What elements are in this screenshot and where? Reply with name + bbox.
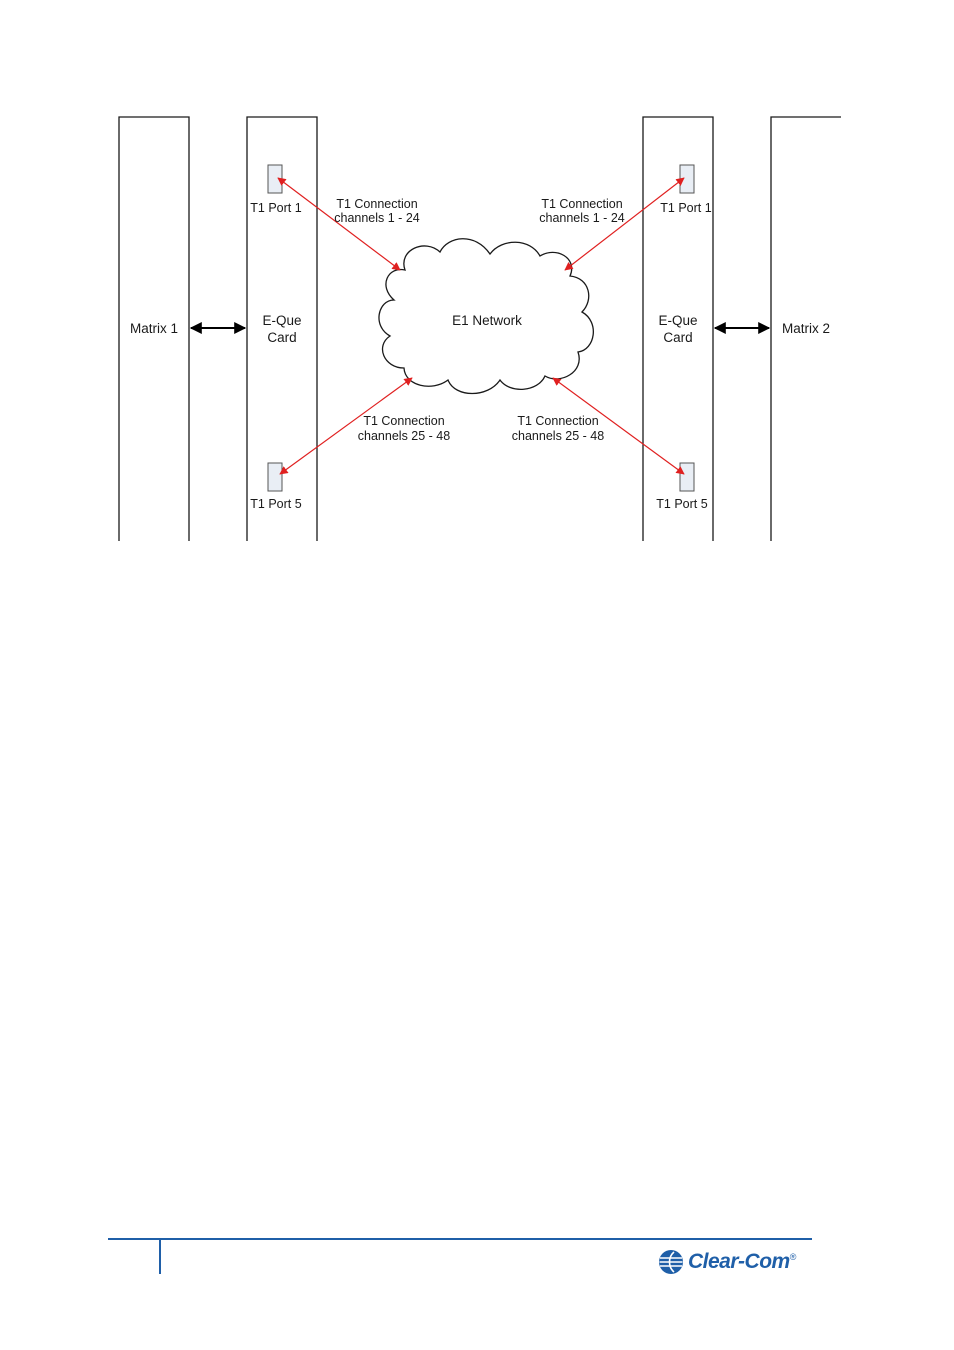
conn-top-left-line2: channels 1 - 24 — [334, 211, 420, 225]
conn-bottom-left-line1: T1 Connection — [363, 414, 444, 428]
matrix-1-label: Matrix 1 — [130, 321, 178, 336]
clear-com-logo: Clear-Com ® — [658, 1248, 796, 1276]
port-box-bottom-right — [679, 462, 695, 492]
network-label: E1 Network — [452, 313, 522, 328]
matrix-2-frame — [770, 116, 841, 541]
footer-margin-tick — [159, 1238, 161, 1274]
port-label-bottom-right: T1 Port 5 — [656, 497, 707, 511]
port-label-top-left: T1 Port 1 — [250, 201, 301, 215]
conn-bottom-left-line2: channels 25 - 48 — [358, 429, 450, 443]
port-label-bottom-left: T1 Port 5 — [250, 497, 301, 511]
e-que-card-right-frame — [642, 116, 714, 541]
conn-bottom-right-line1: T1 Connection — [517, 414, 598, 428]
matrix-1-frame — [118, 116, 190, 541]
conn-bottom-right-line2: channels 25 - 48 — [512, 429, 604, 443]
port-label-top-right: T1 Port 1 — [660, 201, 711, 215]
link-top-right — [564, 177, 685, 271]
card-right-label-line1: E-Que — [658, 313, 697, 328]
link-top-left — [277, 177, 401, 271]
e1-network-cloud — [378, 238, 594, 394]
link-bottom-left — [279, 377, 413, 475]
network-diagram: Matrix 1 Matrix 2 E-Que Card E-Que Card … — [118, 116, 841, 541]
card-right-label-line2: Card — [663, 330, 692, 345]
port-box-bottom-left — [267, 462, 283, 492]
conn-top-right-line2: channels 1 - 24 — [539, 211, 625, 225]
card-left-label-line1: E-Que — [262, 313, 301, 328]
e-que-card-left-frame — [246, 116, 318, 541]
conn-top-left-line1: T1 Connection — [336, 197, 417, 211]
card-left-label-line2: Card — [267, 330, 296, 345]
footer-rule — [108, 1238, 812, 1240]
matrix-2-label: Matrix 2 — [782, 321, 830, 336]
link-bottom-right — [552, 377, 685, 475]
clear-com-globe-icon — [659, 1250, 683, 1274]
conn-top-right-line1: T1 Connection — [541, 197, 622, 211]
logo-wordmark: Clear-Com — [688, 1250, 790, 1273]
registered-mark: ® — [789, 1252, 797, 1262]
